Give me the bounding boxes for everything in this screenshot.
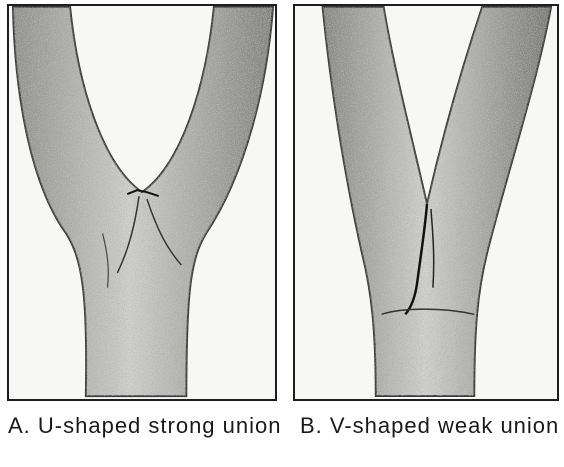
u-shaped-union-illustration [7,4,277,401]
v-shaped-union-illustration [293,4,559,401]
caption-v-shaped-weak-union: B. V-shaped weak union [300,414,562,438]
caption-u-shaped-strong-union: A. U-shaped strong union [8,414,286,438]
